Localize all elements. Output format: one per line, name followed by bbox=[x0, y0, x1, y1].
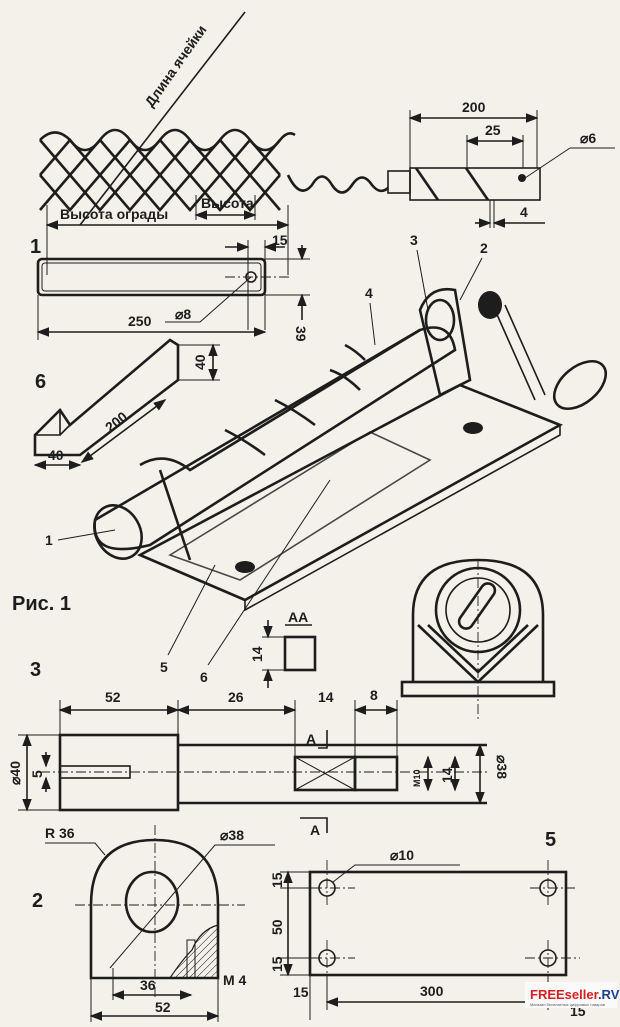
watermark-logo: FREEseller.RV Магазин бесплатных цифровы… bbox=[525, 982, 620, 1008]
part-6-length-dim: 200 bbox=[102, 408, 130, 435]
part-1-hole-dim: ⌀8 bbox=[175, 306, 191, 322]
part-5-number: 5 bbox=[545, 829, 556, 851]
part-1-number: 1 bbox=[30, 236, 41, 258]
part-5-middle-dim: 50 bbox=[269, 919, 285, 935]
section-size-dim: 14 bbox=[249, 646, 265, 662]
part-6-angle: 6 40 200 40 bbox=[33, 338, 220, 470]
part-1-length-dim: 250 bbox=[128, 313, 152, 329]
part-3-dim-14: 14 bbox=[318, 689, 334, 705]
part-1-offset-dim: 15 bbox=[272, 232, 288, 248]
part-1-width-dim: 39 bbox=[293, 326, 309, 342]
section-aa: AA 14 bbox=[249, 609, 317, 688]
part-2-radius: R 36 bbox=[45, 825, 75, 841]
part-3-square: 14 bbox=[439, 767, 455, 783]
part-2-center-dim: 36 bbox=[140, 977, 156, 993]
assembly-label-4: 4 bbox=[365, 285, 373, 301]
fence-height-label: Высота ограды bbox=[60, 206, 168, 222]
pin-pitch-dim: 25 bbox=[485, 122, 501, 138]
winding-pin: 200 25 ⌀6 4 bbox=[286, 99, 615, 228]
part-5-left-dim: 15 bbox=[293, 984, 309, 1000]
assembly-label-5: 5 bbox=[160, 659, 168, 675]
part-6-height-dim: 40 bbox=[192, 354, 208, 370]
part-3-dim-8: 8 bbox=[370, 687, 378, 703]
part-5-bottom-dim: 15 bbox=[269, 956, 285, 972]
part-6-number: 6 bbox=[35, 371, 46, 393]
part-2-hole: ⌀38 bbox=[220, 827, 244, 843]
part-3-dim-26: 26 bbox=[228, 689, 244, 705]
part-3-thread: M10 bbox=[412, 769, 422, 787]
pin-length-dim: 200 bbox=[462, 99, 486, 115]
part-6-width-dim: 40 bbox=[48, 447, 64, 463]
pin-diameter-dim: ⌀6 bbox=[580, 130, 596, 146]
part-3-dim-52: 52 bbox=[105, 689, 121, 705]
part-3-dia-38: ⌀38 bbox=[494, 755, 510, 779]
part-1-plate: 1 15 39 250 ⌀8 bbox=[30, 232, 310, 342]
assembly-view: 4 3 2 1 5 6 bbox=[45, 232, 608, 685]
assembly-label-2: 2 bbox=[480, 240, 488, 256]
watermark-tagline: Магазин бесплатных цифровых товаров bbox=[530, 1002, 605, 1007]
part-2-width-dim: 52 bbox=[155, 999, 171, 1015]
part-3-dia-40: ⌀40 bbox=[7, 761, 23, 785]
cell-length-label: Длина ячейки bbox=[141, 22, 209, 110]
watermark-domain: .RV bbox=[598, 987, 620, 1002]
pin-gap-dim: 4 bbox=[520, 204, 528, 220]
svg-text:FREEseller.RV: FREEseller.RV bbox=[530, 987, 620, 1002]
part-3-slot-dim: 5 bbox=[29, 770, 45, 778]
assembly-label-1: 1 bbox=[45, 532, 53, 548]
part-2-thread: M 4 bbox=[223, 972, 247, 988]
part-5-top-dim: 15 bbox=[269, 872, 285, 888]
part-5-length-dim: 300 bbox=[420, 983, 444, 999]
section-title: AA bbox=[288, 609, 308, 625]
part-2-bracket: 2 R 36 ⌀38 36 52 M 4 bbox=[32, 825, 275, 1022]
bracket-end-view bbox=[400, 558, 556, 720]
chain-link-mesh: Длина ячейки Высота ограды Высота bbox=[39, 11, 296, 275]
part-3-cut-top: A bbox=[306, 731, 316, 747]
figure-caption: Рис. 1 bbox=[12, 593, 71, 615]
watermark-brand: FREEseller bbox=[530, 987, 599, 1002]
cell-height-label: Высота bbox=[201, 195, 254, 211]
part-3-shaft: 3 52 26 14 8 ⌀40 5 M10 14 ⌀38 A A bbox=[7, 659, 510, 838]
assembly-label-3: 3 bbox=[410, 232, 418, 248]
assembly-label-6: 6 bbox=[200, 669, 208, 685]
part-5-hole: ⌀10 bbox=[390, 847, 414, 863]
part-3-number: 3 bbox=[30, 659, 41, 681]
part-3-cut-bottom: A bbox=[310, 822, 320, 838]
part-2-number: 2 bbox=[32, 890, 43, 912]
